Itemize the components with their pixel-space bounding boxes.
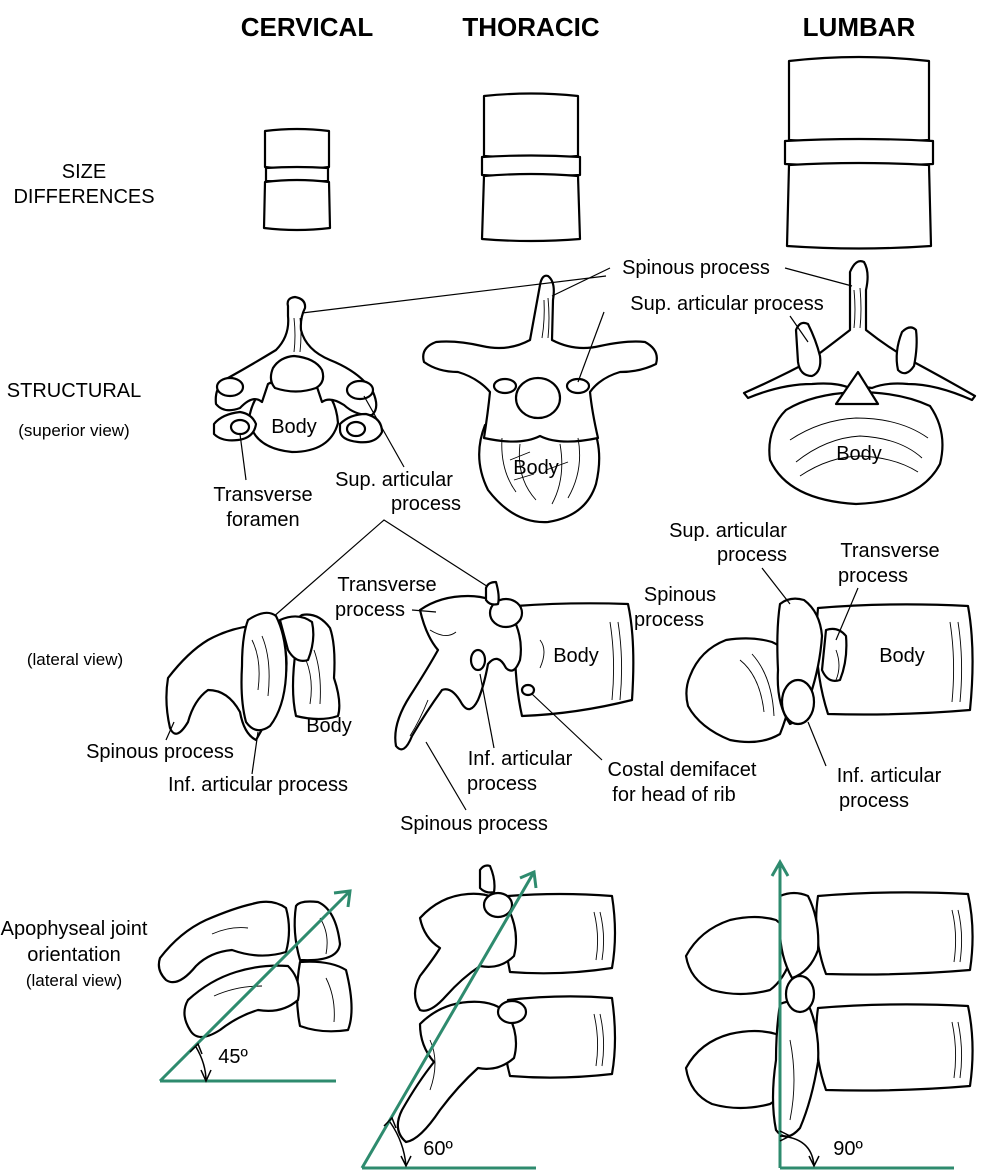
row-label-size-1: SIZE bbox=[62, 161, 106, 183]
row-label-apophyseal-1: Apophyseal joint bbox=[1, 918, 148, 940]
column-header-lumbar: LUMBAR bbox=[803, 12, 916, 42]
thoracic-superior-vertebra bbox=[423, 276, 657, 522]
label-inf-articular-lumbar-1: Inf. articular bbox=[837, 765, 942, 787]
thoracic-apophyseal-vertebrae bbox=[398, 866, 615, 1143]
label-sup-articular-cervical-1: Sup. articular bbox=[335, 469, 453, 491]
cervical-apophyseal-vertebrae bbox=[159, 902, 352, 1038]
lumbar-apophyseal-vertebrae bbox=[686, 892, 973, 1136]
leader-inf-articular-lumbar bbox=[808, 722, 826, 766]
leader-spinous-thoracic-lateral bbox=[426, 742, 466, 810]
label-body-lumbar-lateral: Body bbox=[879, 645, 925, 667]
label-transverse-foramen-2: foramen bbox=[226, 509, 299, 531]
label-inf-articular-thoracic-1: Inf. articular bbox=[468, 748, 573, 770]
row-label-apophyseal-2: orientation bbox=[27, 944, 120, 966]
label-transverse-lumbar-1: Transverse bbox=[840, 540, 939, 562]
lumbar-angle-arc bbox=[780, 1131, 819, 1166]
lumbar-lateral-vertebra bbox=[686, 599, 972, 742]
label-body-cervical-superior: Body bbox=[271, 416, 317, 438]
label-spinous-thoracic-lateral: Spinous process bbox=[400, 813, 548, 835]
lumbar-size-vertebra bbox=[785, 57, 933, 249]
label-transverse-foramen-1: Transverse bbox=[213, 484, 312, 506]
thoracic-size-vertebra bbox=[482, 94, 580, 242]
cervical-size-vertebra bbox=[264, 129, 330, 230]
label-angle-thoracic: 60º bbox=[423, 1138, 453, 1160]
row-label-structural: STRUCTURAL bbox=[7, 380, 141, 402]
leader-spinous-cervical bbox=[302, 276, 606, 313]
label-spinous-lumbar-1: Spinous bbox=[644, 584, 716, 606]
row-label-apophyseal-3: (lateral view) bbox=[26, 971, 122, 990]
label-angle-cervical: 45º bbox=[218, 1046, 248, 1068]
label-costal-demifacet-2: for head of rib bbox=[612, 784, 735, 806]
column-header-thoracic: THORACIC bbox=[462, 12, 599, 42]
leader-transverse-foramen bbox=[240, 434, 246, 480]
column-header-cervical: CERVICAL bbox=[241, 12, 374, 42]
label-angle-lumbar: 90º bbox=[833, 1138, 863, 1160]
label-inf-articular-thoracic-2: process bbox=[467, 773, 537, 795]
leader-spinous-lumbar bbox=[785, 268, 852, 286]
label-body-thoracic-superior: Body bbox=[513, 457, 559, 479]
label-body-thoracic-lateral: Body bbox=[553, 645, 599, 667]
leader-inf-articular-thoracic bbox=[480, 674, 494, 748]
row-label-size-2: DIFFERENCES bbox=[13, 186, 154, 208]
label-body-lumbar-superior: Body bbox=[836, 443, 882, 465]
leader-sup-articular-lumbar-lateral bbox=[762, 568, 790, 604]
label-sup-articular-lumbar-lateral-1: Sup. articular bbox=[669, 520, 787, 542]
label-spinous-process-top: Spinous process bbox=[622, 257, 770, 279]
label-transverse-thoracic-1: Transverse bbox=[337, 574, 436, 596]
label-sup-articular-lumbar-lateral-2: process bbox=[717, 544, 787, 566]
row-label-superior-view: (superior view) bbox=[18, 421, 129, 440]
label-costal-demifacet-1: Costal demifacet bbox=[608, 759, 757, 781]
label-inf-articular-lumbar-2: process bbox=[839, 790, 909, 812]
label-sup-articular-lumbar: Sup. articular process bbox=[630, 293, 823, 315]
cervical-angle-arc bbox=[190, 1044, 211, 1081]
label-body-cervical-lateral: Body bbox=[306, 715, 352, 737]
label-transverse-thoracic-2: process bbox=[335, 599, 405, 621]
label-spinous-cervical-lateral: Spinous process bbox=[86, 741, 234, 763]
row-label-lateral-view: (lateral view) bbox=[27, 650, 123, 669]
label-transverse-lumbar-2: process bbox=[838, 565, 908, 587]
label-sup-articular-cervical-2: process bbox=[391, 493, 461, 515]
label-inf-articular-cervical: Inf. articular process bbox=[168, 774, 348, 796]
label-spinous-lumbar-2: process bbox=[634, 609, 704, 631]
